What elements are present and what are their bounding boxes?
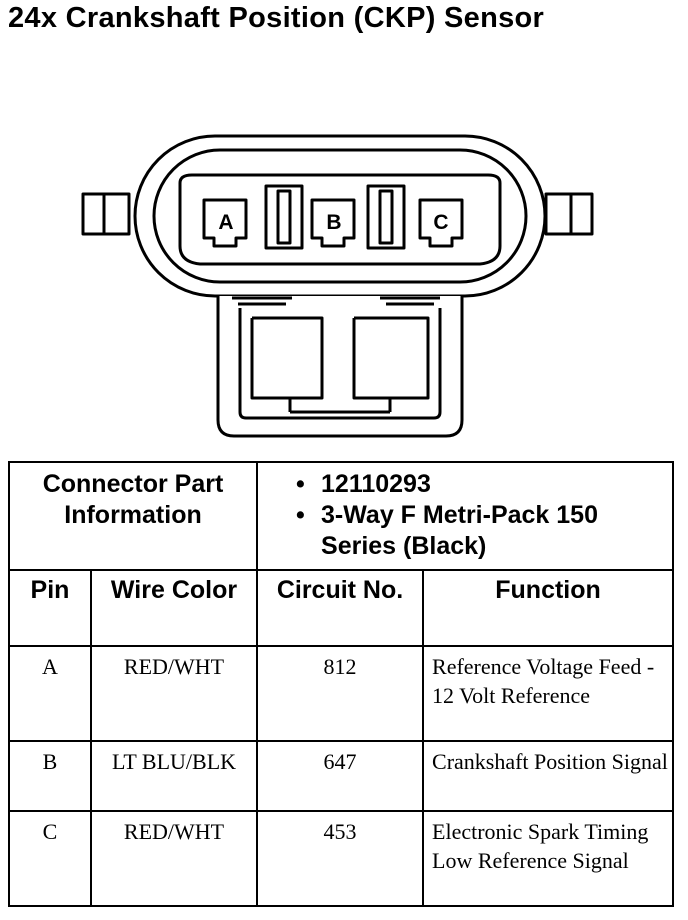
column-header-circuit: Circuit No.: [256, 569, 425, 647]
row-pin: A: [8, 645, 92, 742]
part-series: 3-Way F Metri-Pack 150 Series (Black): [321, 501, 598, 560]
pin-cavity-c: [418, 198, 464, 248]
pin-cavity-a: [202, 198, 248, 248]
connector-housing-inner: [152, 148, 528, 284]
pin-label-a: A: [218, 211, 233, 234]
connector-drawing: A B C: [81, 134, 594, 438]
part-series-item: •3-Way F Metri-Pack 150 Series (Black): [296, 501, 598, 560]
column-header-row: Pin Wire Color Circuit No. Function: [8, 569, 675, 647]
connector-info-table: Connector Part Information •12110293 •3-…: [7, 461, 675, 907]
right-latch-tab: [544, 192, 594, 236]
column-header-pin: Pin: [8, 569, 92, 647]
row-wire-color: LT BLU/BLK: [89, 740, 259, 812]
row-circuit: 453: [256, 810, 425, 907]
row-pin: C: [8, 810, 92, 907]
row-pin: B: [8, 740, 92, 812]
row-circuit: 812: [256, 645, 425, 742]
row-wire-color: RED/WHT: [89, 645, 259, 742]
row-wire-color: RED/WHT: [89, 810, 259, 907]
lock-body: [216, 296, 464, 438]
part-number-item: •12110293: [296, 470, 431, 498]
left-latch-tab: [81, 192, 131, 236]
table-row: C RED/WHT 453 Electronic Spark Timing Lo…: [8, 810, 675, 907]
row-function: Crankshaft Position Signal: [422, 740, 675, 812]
table-row: A RED/WHT 812 Reference Voltage Feed - 1…: [8, 645, 675, 742]
page-title: 24x Crankshaft Position (CKP) Sensor: [8, 2, 545, 34]
row-function: Electronic Spark Timing Low Reference Si…: [422, 810, 675, 907]
row-circuit: 647: [256, 740, 425, 812]
pin-label-c: C: [433, 211, 448, 234]
column-header-function: Function: [422, 569, 675, 647]
pin-cavity-b: [310, 198, 356, 248]
part-info-row: Connector Part Information •12110293 •3-…: [7, 461, 675, 571]
part-number: 12110293: [321, 470, 431, 498]
part-info-label: Connector Part Information: [7, 461, 259, 571]
column-header-wire-color: Wire Color: [89, 569, 259, 647]
part-info-list: •12110293 •3-Way F Metri-Pack 150 Series…: [256, 461, 675, 571]
table-row: B LT BLU/BLK 647 Crankshaft Position Sig…: [8, 740, 675, 812]
row-function: Reference Voltage Feed - 12 Volt Referen…: [422, 645, 675, 742]
pin-label-b: B: [326, 211, 341, 234]
